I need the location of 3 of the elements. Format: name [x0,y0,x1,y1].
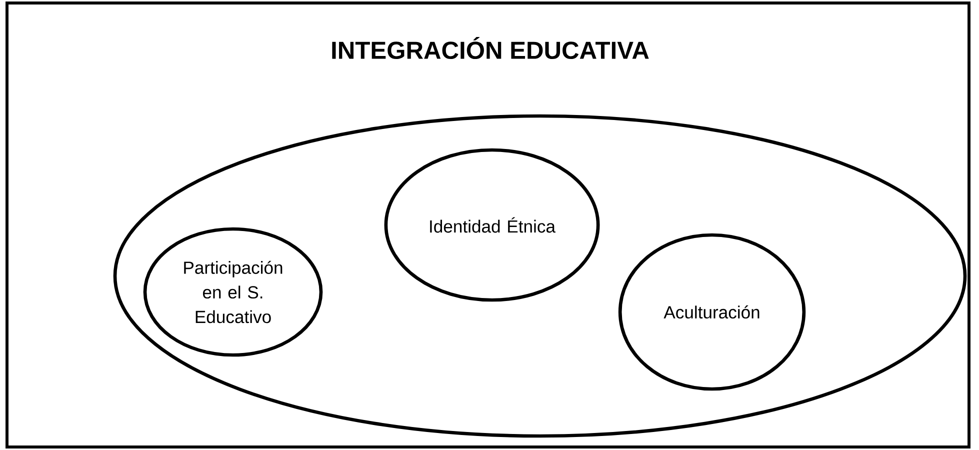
frame-box [6,2,970,448]
title: INTEGRACIÓN EDUCATIVA [332,36,649,60]
ellipse [113,114,967,438]
